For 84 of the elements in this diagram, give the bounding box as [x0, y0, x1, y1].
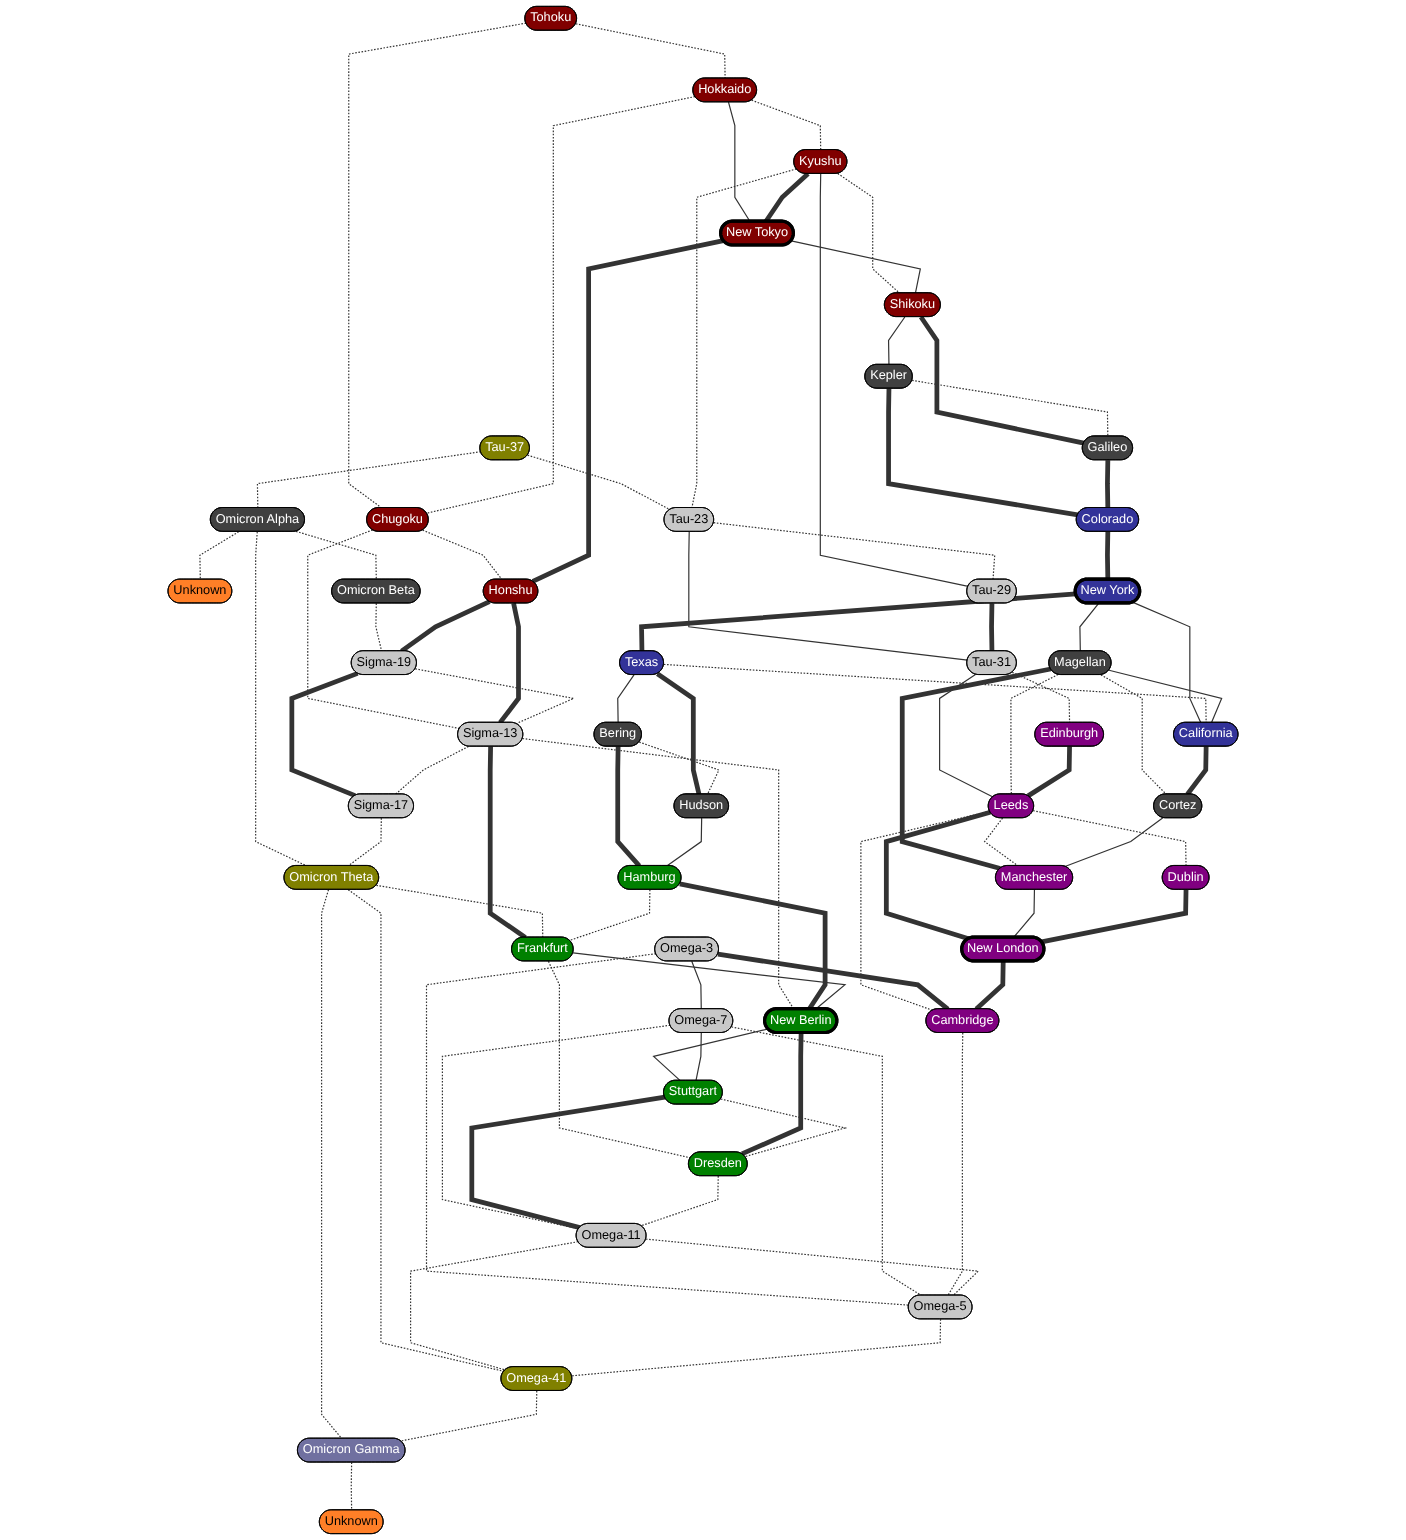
connector	[947, 1032, 964, 1296]
connector	[498, 602, 521, 725]
connector	[531, 238, 724, 584]
connector	[1010, 673, 1059, 795]
connector	[887, 316, 906, 366]
connector	[575, 23, 726, 79]
connector	[1064, 817, 1164, 868]
connector	[720, 1098, 848, 1158]
connector	[1041, 889, 1189, 945]
connector	[422, 529, 503, 581]
connector	[1185, 746, 1209, 796]
connector	[939, 673, 994, 798]
connector	[695, 1032, 702, 1082]
connector	[763, 172, 810, 223]
connector	[688, 531, 969, 661]
connector	[751, 99, 822, 151]
connector	[199, 531, 240, 581]
connector	[527, 454, 671, 511]
connector	[883, 809, 991, 942]
connector	[1105, 531, 1111, 580]
connector	[656, 671, 702, 795]
connector	[375, 884, 544, 939]
connector	[918, 315, 1085, 446]
connector	[727, 101, 751, 223]
connector	[568, 889, 651, 942]
connector	[348, 22, 527, 509]
connector	[441, 1024, 671, 1230]
connector	[521, 737, 795, 1010]
connector	[426, 95, 696, 514]
connector	[974, 961, 1006, 1011]
connector	[1100, 674, 1167, 795]
connector	[691, 960, 702, 1010]
connector	[400, 599, 491, 654]
connector	[375, 602, 383, 652]
connector	[790, 240, 922, 294]
connector	[717, 951, 950, 1011]
connector	[307, 529, 461, 730]
connector	[1032, 810, 1187, 867]
connector	[911, 379, 1109, 437]
connector	[547, 960, 692, 1159]
connector	[1132, 601, 1202, 724]
connector	[899, 666, 1052, 871]
connector	[410, 1241, 579, 1371]
connector	[691, 168, 797, 509]
connector	[425, 953, 910, 1306]
connector	[295, 530, 377, 581]
connector	[639, 591, 1076, 652]
connector	[400, 1390, 538, 1442]
connector	[350, 1461, 353, 1511]
connector	[663, 663, 1207, 724]
connector	[1079, 602, 1100, 652]
connector	[347, 889, 505, 1372]
connector	[289, 671, 359, 798]
connector	[652, 1028, 769, 1082]
connector	[615, 746, 642, 868]
connector	[414, 668, 576, 725]
connector	[740, 1032, 804, 1157]
connector	[640, 1175, 719, 1227]
connector	[572, 952, 847, 1010]
connector	[713, 522, 996, 581]
connector	[321, 889, 343, 1440]
connector	[1011, 671, 1071, 724]
connector	[469, 1094, 666, 1230]
connector	[1105, 460, 1111, 508]
connector	[571, 1318, 942, 1377]
connector	[394, 745, 470, 795]
connector	[730, 1026, 922, 1296]
connector	[989, 603, 995, 652]
connector	[347, 817, 382, 867]
connector	[837, 172, 901, 294]
connector	[487, 746, 527, 940]
connector	[645, 1238, 980, 1296]
connector	[666, 817, 703, 867]
connector	[256, 451, 482, 509]
connector	[1026, 746, 1072, 798]
connector	[819, 173, 969, 588]
connector	[860, 810, 991, 1011]
connector	[617, 674, 635, 724]
connector	[886, 388, 1079, 518]
connector	[1013, 889, 1036, 939]
connector	[638, 741, 720, 795]
connector	[679, 881, 828, 1011]
connector	[1108, 669, 1223, 724]
connector	[255, 531, 308, 867]
